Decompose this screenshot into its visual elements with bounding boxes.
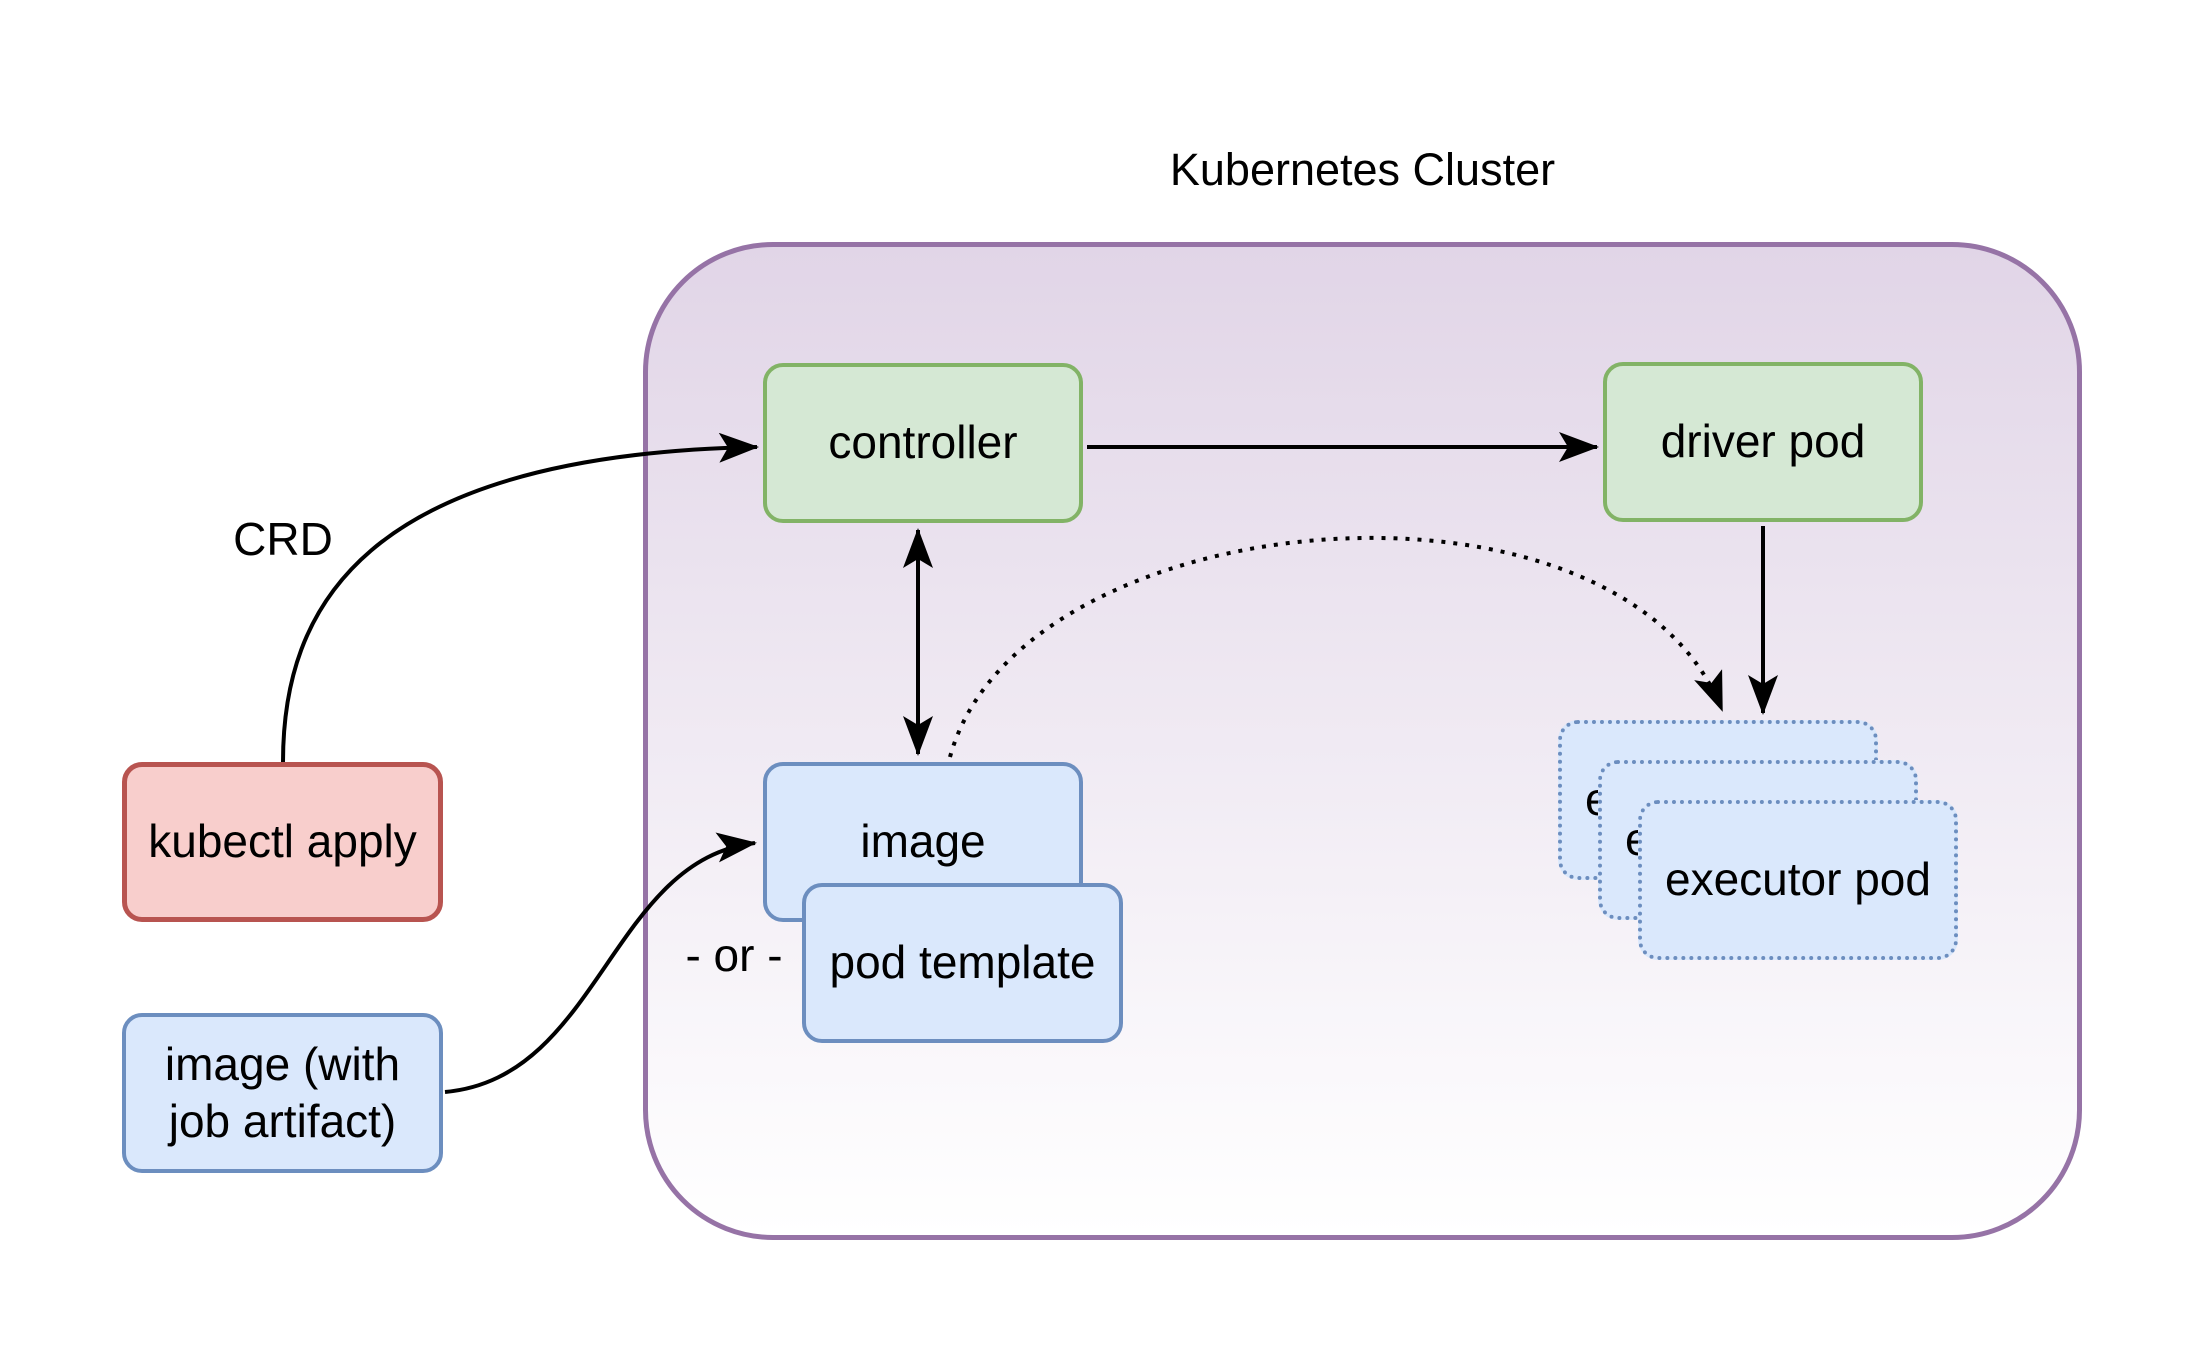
- edge-label-or: - or -: [685, 929, 783, 981]
- edge-label-crd: CRD: [233, 513, 333, 565]
- node-driver-pod: driver pod: [1603, 362, 1923, 522]
- node-executor-pod-front: executor pod: [1638, 800, 1958, 960]
- node-pod-template: pod template: [802, 883, 1123, 1043]
- node-image-with-job-artifact: image (with job artifact): [122, 1013, 443, 1173]
- node-kubectl-apply: kubectl apply: [122, 762, 443, 922]
- node-controller: controller: [763, 363, 1083, 523]
- cluster-title: Kubernetes Cluster: [1169, 144, 1556, 195]
